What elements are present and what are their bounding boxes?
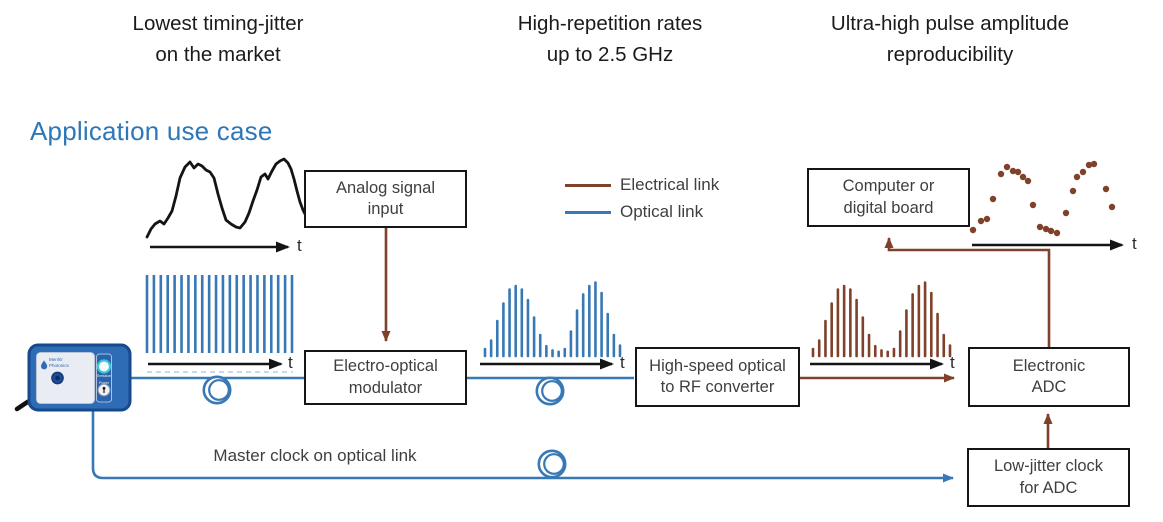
fiber-coil (537, 449, 567, 479)
time-axis-label: t (1132, 234, 1137, 253)
computer-board-box: Computer or digital board (807, 168, 970, 227)
electrical-link-swatch (565, 183, 611, 187)
time-axis-label: t (288, 353, 293, 372)
time-axis-label: t (297, 236, 302, 255)
emission-button-label: Emission (96, 373, 112, 378)
benefit-timing-jitter: Lowest timing-jitter on the market (132, 12, 304, 66)
emission-button (96, 359, 112, 374)
analog-waveform (145, 157, 309, 239)
sampled-signal-dots (969, 160, 1116, 237)
electronic-adc-box: Electronic ADC (968, 347, 1130, 407)
optical-link-master-clock (91, 408, 954, 483)
time-axis-label: t (620, 353, 625, 372)
device-front-panel (36, 352, 95, 404)
device-brand-label: Menhir Photonics (49, 357, 69, 368)
power-switch-label: Power (99, 380, 109, 385)
electro-optical-modulator-box: Electro-optical modulator (304, 350, 467, 405)
electrical-link-adc-to-computer (884, 237, 1051, 347)
analog-signal-input-box: Analog signal input (304, 170, 467, 228)
fiber-coil (202, 375, 232, 405)
modulated-electrical-pulses (811, 281, 952, 358)
fiber-coil (535, 376, 565, 406)
optical-link-swatch (565, 210, 611, 214)
fiber-connector (55, 375, 60, 381)
section-title: Application use case (30, 116, 273, 146)
modulated-optical-pulses (483, 281, 622, 358)
time-axis-label: t (950, 353, 955, 372)
benefit-repetition-rate: High-repetition rates up to 2.5 GHz (517, 12, 703, 66)
optical-to-rf-converter-box: High-speed optical to RF converter (635, 347, 800, 407)
legend-label: Electrical link (620, 175, 720, 194)
femtosecond-laser-device (14, 343, 132, 412)
low-jitter-clock-box: Low-jitter clock for ADC (967, 448, 1130, 507)
master-clock-label: Master clock on optical link (213, 446, 417, 465)
legend-item-optical: Optical link (565, 202, 703, 222)
legend-label: Optical link (620, 202, 704, 221)
droplet-logo-icon (41, 360, 48, 370)
benefit-reproducibility: Ultra-high pulse amplitude reproducibili… (830, 12, 1070, 66)
legend-item-electrical: Electrical link (565, 175, 719, 195)
laser-pulse-train (145, 275, 294, 353)
key-icon (102, 386, 106, 390)
